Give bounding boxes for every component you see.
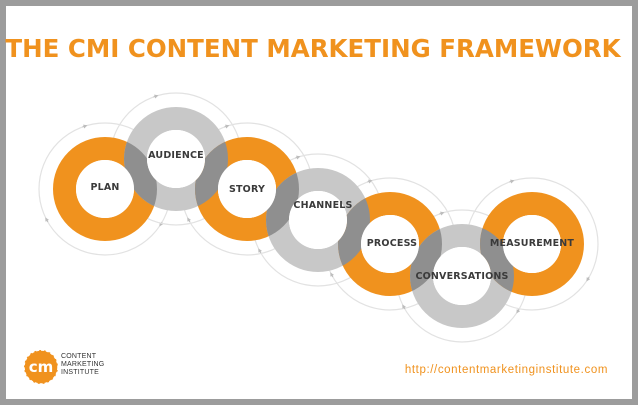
logo-line-2: MARKETING [61, 361, 105, 368]
ring-hole [433, 247, 491, 305]
website-link[interactable]: http://contentmarketinginstitute.com [404, 364, 608, 376]
ring-hole [76, 160, 134, 218]
logo-wordmark: CONTENT MARKETING INSTITUTE [61, 353, 104, 377]
stage-label-conversations: CONVERSATIONS [415, 271, 508, 282]
ring-hole [147, 130, 205, 188]
stage-label-channels: CHANNELS [293, 200, 352, 211]
stage-label-measurement: MEASUREMENT [490, 238, 575, 249]
ring-hole [361, 215, 419, 273]
ring-hole [218, 160, 276, 218]
stage-label-audience: AUDIENCE [148, 150, 204, 161]
logo-line-1: CONTENT [61, 353, 97, 360]
logo-line-3: INSTITUTE [61, 369, 99, 376]
stage-label-process: PROCESS [367, 238, 417, 249]
logo-mark: cm [29, 358, 54, 376]
page-title: THE CMI CONTENT MARKETING FRAMEWORK [5, 34, 621, 63]
cmi-logo: cm CONTENT MARKETING INSTITUTE [23, 349, 163, 391]
stage-label-story: STORY [229, 184, 265, 195]
ring-hole [503, 215, 561, 273]
cmi-logo-badge: cm [23, 349, 59, 385]
ring-hole [289, 191, 347, 249]
stage-label-plan: PLAN [90, 182, 119, 193]
